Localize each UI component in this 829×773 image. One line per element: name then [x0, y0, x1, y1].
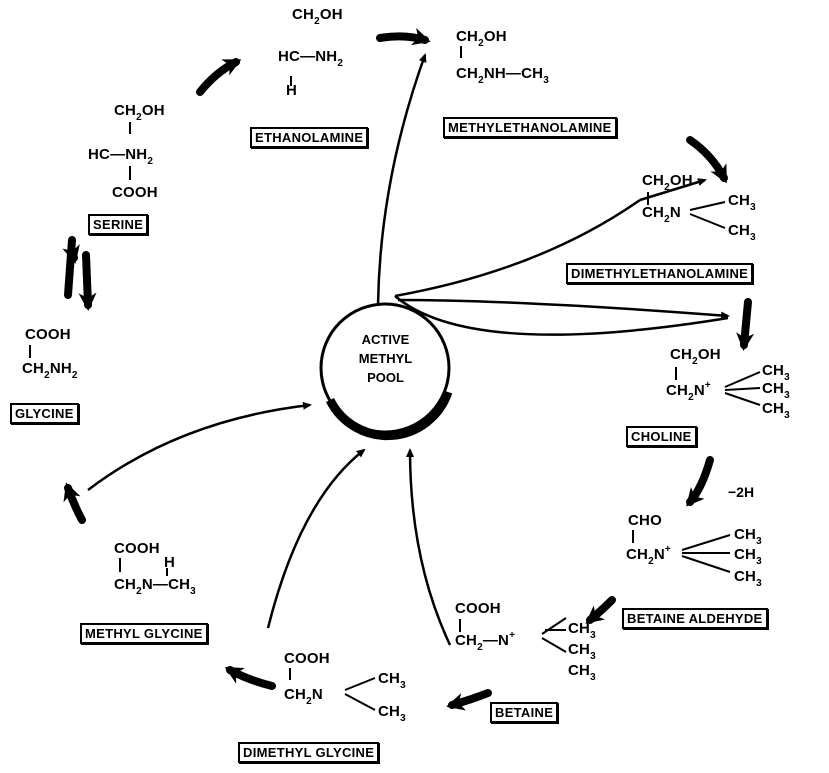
- methyl-transfer-arrows: [87, 53, 730, 646]
- betaine-aldehyde-formula-line-2: CH2N+: [626, 544, 671, 567]
- serine-formula-line-3: COOH: [112, 184, 158, 201]
- methyl-glycine-formula-line-1: COOH: [114, 540, 160, 557]
- serine-formula-line-1: CH2OH: [114, 102, 165, 123]
- active-methyl-pool-label: ACTIVE METHYL POOL: [338, 330, 433, 387]
- choline-formula-line-2: CH2N+: [666, 380, 711, 403]
- betaine-aldehyde-formula-line-1: CHO: [628, 512, 662, 529]
- betaine-ch3-b: CH3: [568, 641, 596, 662]
- methylethanolamine-formula-line-2: CH2NH—CH3: [456, 65, 549, 86]
- ethanolamine-formula-line-3: H: [286, 82, 298, 99]
- betaine-aldehyde-label: BETAINE ALDEHYDE: [622, 608, 768, 629]
- dimethylethanolamine-ch3-b: CH3: [728, 222, 756, 243]
- betaine-aldehyde-ch3-a: CH3: [734, 526, 762, 547]
- betaine-formula-line-1: COOH: [455, 600, 501, 617]
- betaine-aldehyde-ch3-c: CH3: [734, 568, 762, 589]
- pool-line-1: ACTIVE: [361, 332, 410, 347]
- serine-formula-line-2: HC—NH2: [88, 146, 154, 167]
- dimethylethanolamine-formula-line-2: CH2N: [642, 204, 681, 225]
- pool-line-2: METHYL: [358, 351, 413, 366]
- glycine-formula-line-1: COOH: [25, 326, 71, 343]
- minus-2h-annotation: −2H: [728, 484, 755, 500]
- betaine-label: BETAINE: [490, 702, 559, 723]
- ethanolamine-formula-line-2: HC—NH2: [278, 48, 344, 69]
- dimethyl-glycine-formula-line-1: COOH: [284, 650, 330, 667]
- dimethylethanolamine-ch3-a: CH3: [728, 192, 756, 213]
- choline-ch3-b: CH3: [762, 380, 790, 401]
- choline-label: CHOLINE: [626, 426, 697, 447]
- methylethanolamine-label: METHYLETHANOLAMINE: [443, 117, 617, 138]
- dimethyl-glycine-ch3-a: CH3: [378, 670, 406, 691]
- dimethyl-glycine-formula-line-2: CH2N: [284, 686, 323, 707]
- choline-formula-line-1: CH2OH: [670, 346, 721, 367]
- glycine-formula-line-2: CH2NH2: [22, 360, 78, 381]
- betaine-aldehyde-ch3-b: CH3: [734, 546, 762, 567]
- methyl-glycine-formula-line-2: CH2N—CH3: [114, 576, 196, 597]
- methyl-glycine-formula-h: H: [164, 554, 176, 571]
- glycine-label: GLYCINE: [10, 403, 79, 424]
- methyl-glycine-label: METHYL GLYCINE: [80, 623, 208, 644]
- dimethyl-glycine-label: DIMETHYL GLYCINE: [238, 742, 380, 763]
- betaine-formula-line-2: CH2—N+: [455, 630, 516, 653]
- ethanolamine-formula-line-1: CH2OH: [292, 6, 343, 27]
- ethanolamine-label: ETHANOLAMINE: [250, 127, 369, 148]
- bond-lines: [29, 46, 761, 711]
- pool-line-3: POOL: [367, 370, 404, 385]
- cycle-arrows: [62, 27, 755, 711]
- serine-label: SERINE: [88, 214, 149, 235]
- choline-ch3-a: CH3: [762, 362, 790, 383]
- active-methyl-pool-circle: [319, 302, 453, 441]
- choline-ch3-c: CH3: [762, 400, 790, 421]
- dimethylethanolamine-formula-line-1: CH2OH: [642, 172, 693, 193]
- betaine-ch3-c: CH3: [568, 662, 596, 683]
- betaine-ch3-a: CH3: [568, 620, 596, 641]
- dimethylethanolamine-label: DIMETHYLETHANOLAMINE: [566, 263, 754, 284]
- methylethanolamine-formula-line-1: CH2OH: [456, 28, 507, 49]
- dimethyl-glycine-ch3-b: CH3: [378, 703, 406, 724]
